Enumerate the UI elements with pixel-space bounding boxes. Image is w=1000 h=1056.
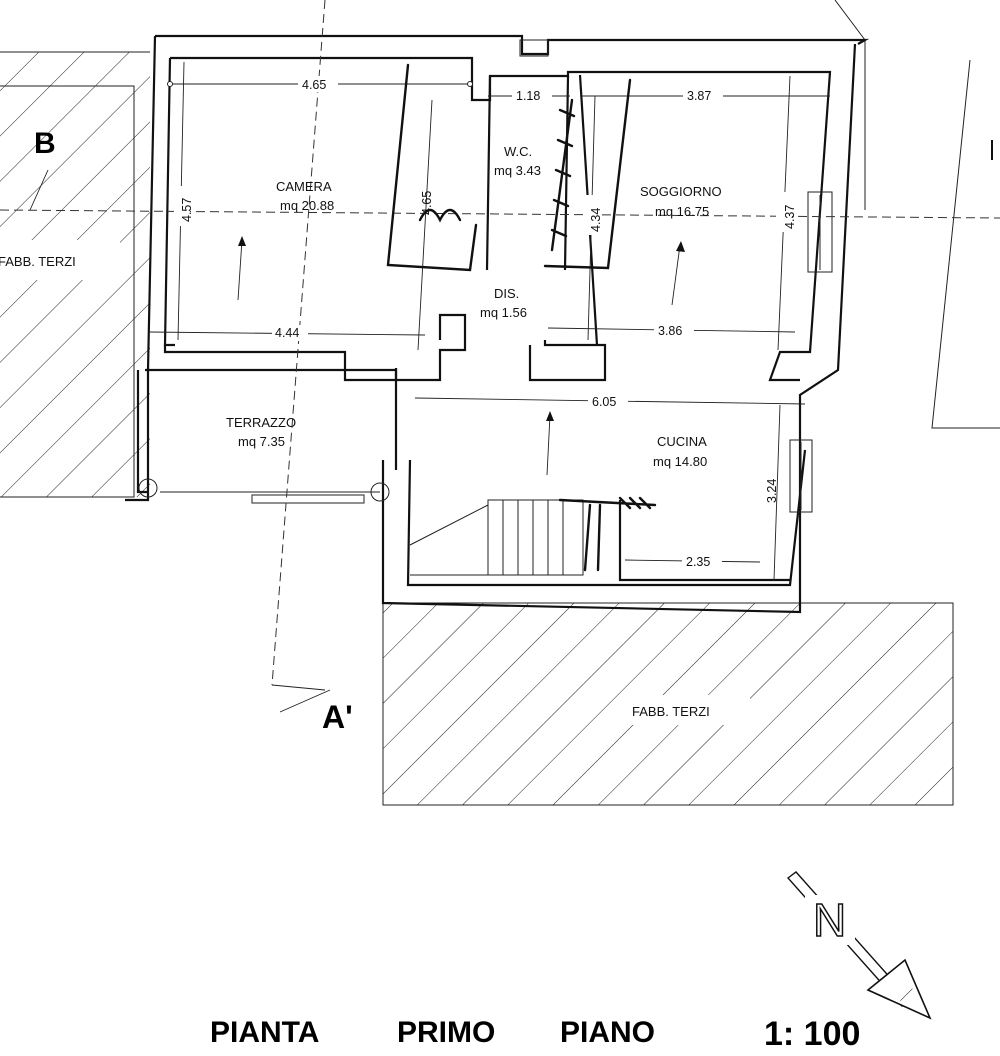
dim-wc-width: 1.18	[516, 89, 540, 103]
dimension-labels: 4.65 4.57 4.65 4.44 1.18 3.87 4.34 4.37 …	[174, 76, 797, 570]
dim-cucina-bottom: 2.35	[686, 555, 710, 569]
room-area-wc: mq 3.43	[494, 163, 541, 178]
room-name-cucina: CUCINA	[657, 434, 707, 449]
title-scale: 1: 100	[764, 1015, 860, 1053]
neighbor-building-right	[834, 0, 1000, 429]
title-word-primo: PRIMO	[397, 1016, 495, 1049]
window-openings	[138, 39, 833, 513]
title-word-pianta: PIANTA	[210, 1016, 319, 1049]
neighbor-left-label: FABB. TERZI	[0, 254, 76, 269]
dim-soggiorno-right-height: 4.37	[783, 205, 797, 229]
room-area-soggiorno: mq 16.75	[655, 204, 709, 219]
section-lines	[0, 0, 1000, 713]
section-mark-a-prime: A'	[322, 699, 353, 735]
outer-walls	[125, 34, 870, 614]
north-label: N	[813, 894, 846, 946]
room-name-dis: DIS.	[494, 286, 519, 301]
dim-camera-top: 4.65	[302, 78, 326, 92]
dim-cucina-height: 3.24	[765, 479, 779, 503]
room-area-dis: mq 1.56	[480, 305, 527, 320]
dim-soggiorno-top: 3.87	[687, 89, 711, 103]
dim-soggiorno-left-height: 4.34	[589, 208, 603, 232]
dim-cucina-width: 6.05	[592, 395, 616, 409]
room-name-camera: CAMERA	[276, 179, 332, 194]
section-mark-b: B	[34, 127, 56, 160]
room-name-terrazzo: TERRAZZO	[226, 415, 296, 430]
stair-icon	[409, 499, 584, 576]
dim-camera-bottom: 4.44	[275, 326, 299, 340]
neighbor-building-left: FABB. TERZI	[0, 51, 150, 498]
dim-camera-height: 4.57	[180, 198, 194, 222]
room-name-soggiorno: SOGGIORNO	[640, 184, 722, 199]
room-labels: CAMERA mq 20.88 W.C. mq 3.43 SOGGIORNO m…	[226, 144, 722, 469]
handwritten-scribbles	[386, 63, 657, 572]
dim-soggiorno-bottom: 3.86	[658, 324, 682, 338]
title-word-piano: PIANO	[560, 1016, 655, 1049]
dim-camera-inner-height: 4.65	[420, 191, 434, 215]
north-arrow-icon: N	[786, 871, 932, 1020]
room-name-wc: W.C.	[504, 144, 532, 159]
room-area-cucina: mq 14.80	[653, 454, 707, 469]
plan-title: PIANTA PRIMO PIANO 1: 100	[210, 1015, 860, 1053]
neighbor-building-bottom: FABB. TERZI	[382, 602, 954, 806]
direction-arrow-icon	[237, 236, 685, 476]
neighbor-bottom-label: FABB. TERZI	[632, 704, 710, 719]
room-area-terrazzo: mq 7.35	[238, 434, 285, 449]
room-area-camera: mq 20.88	[280, 198, 334, 213]
